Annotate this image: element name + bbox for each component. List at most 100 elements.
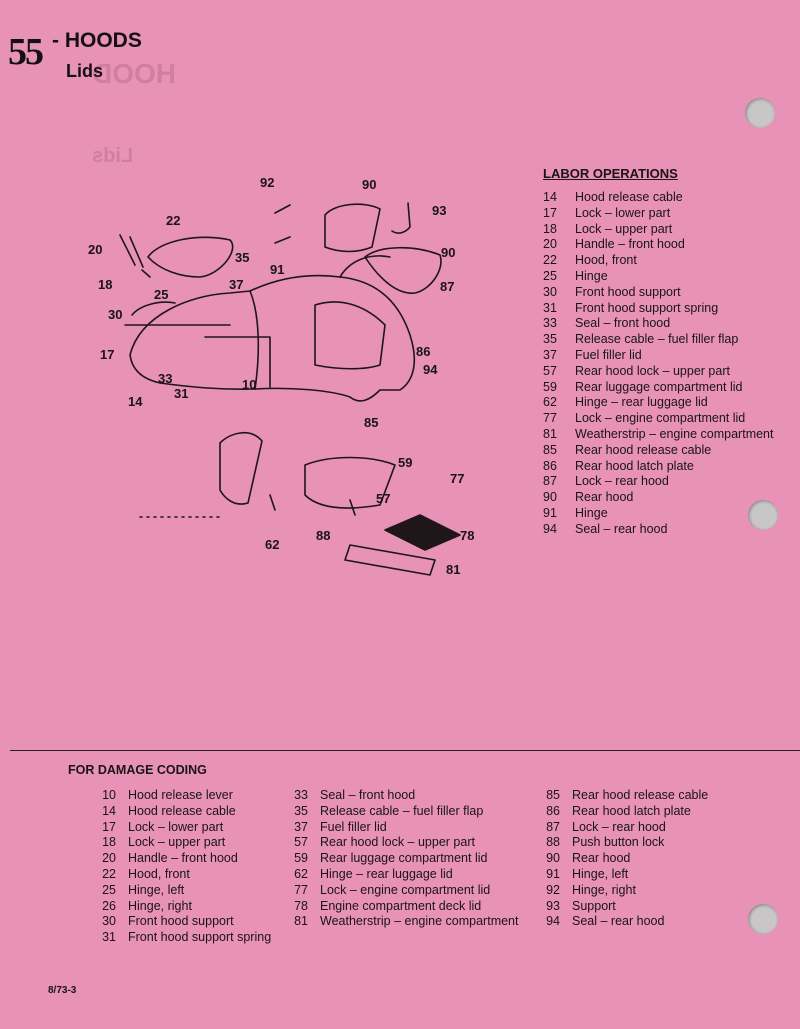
labor-operation-description: Handle – front hood	[575, 237, 685, 252]
damage-code-number: 17	[102, 819, 116, 834]
damage-code-description: Hood, front	[128, 866, 190, 881]
labor-operation-description: Hood, front	[575, 253, 637, 268]
labor-operation-description: Release cable – fuel filler flap	[575, 332, 739, 347]
damage-code-description: Rear hood latch plate	[572, 803, 691, 818]
labor-operation-number: 33	[543, 316, 557, 331]
damage-code-description: Hinge, right	[572, 882, 636, 897]
labor-operation-description: Hinge – rear luggage lid	[575, 395, 708, 410]
labor-operation-row: 62 Hinge – rear luggage lid	[543, 395, 793, 411]
callout-31: 31	[174, 386, 188, 401]
labor-operation-number: 37	[543, 347, 557, 362]
damage-code-number: 14	[102, 803, 116, 818]
labor-operation-number: 20	[543, 237, 557, 252]
damage-code-number: 81	[294, 914, 308, 929]
damage-code-number: 20	[102, 851, 116, 866]
callout-57: 57	[376, 491, 390, 506]
damage-code-number: 88	[546, 835, 560, 850]
part-callouts: 92 90 93 22 20 35 91 90 18 37 87 25 30 8…	[88, 175, 474, 577]
callout-85: 85	[364, 415, 378, 430]
labor-operation-description: Hood release cable	[575, 190, 683, 204]
labor-operation-description: Lock – engine compartment lid	[575, 411, 746, 426]
damage-code-row: 20 Handle – front hood	[90, 851, 300, 867]
damage-coding-heading: FOR DAMAGE CODING	[68, 763, 207, 777]
damage-code-description: Lock – lower part	[128, 819, 224, 834]
damage-code-number: 91	[546, 866, 560, 881]
damage-code-description: Rear luggage compartment lid	[320, 851, 488, 866]
damage-code-number: 30	[102, 914, 116, 929]
labor-operation-row: 90 Rear hood	[543, 490, 793, 506]
damage-code-row: 17 Lock – lower part	[90, 820, 300, 836]
section-subtitle: Lids	[66, 61, 104, 81]
callout-81: 81	[446, 562, 460, 577]
labor-operations-heading: LABOR OPERATIONS	[543, 166, 678, 181]
damage-code-row: 14 Hood release cable	[90, 804, 300, 820]
damage-code-description: Seal – front hood	[320, 788, 416, 802]
callout-90: 90	[362, 177, 376, 192]
damage-code-description: Handle – front hood	[128, 851, 238, 866]
damage-code-description: Lock – upper part	[128, 835, 226, 850]
section-divider	[10, 750, 800, 751]
damage-code-number: 59	[294, 851, 308, 866]
labor-operation-description: Rear hood	[575, 490, 634, 505]
damage-code-description: Support	[572, 898, 616, 913]
damage-code-description: Front hood support	[128, 914, 234, 929]
damage-code-number: 78	[294, 898, 308, 913]
callout-87: 87	[440, 279, 454, 294]
binder-hole-top	[745, 98, 775, 128]
callout-86: 86	[416, 344, 430, 359]
damage-code-number: 93	[546, 898, 560, 913]
damage-code-row: 30 Front hood support	[90, 914, 300, 930]
labor-operation-number: 31	[543, 300, 557, 315]
section-title: - HOODS	[52, 29, 142, 52]
callout-37: 37	[229, 277, 243, 292]
labor-operation-number: 59	[543, 379, 557, 394]
labor-operation-description: Rear hood lock – upper part	[575, 363, 730, 378]
damage-code-row: 85 Rear hood release cable	[534, 788, 764, 804]
car-body-drawing	[119, 202, 461, 576]
callout-62: 62	[265, 537, 279, 552]
damage-code-number: 85	[546, 788, 560, 802]
labor-operation-number: 91	[543, 505, 557, 520]
labor-operation-description: Fuel filler lid	[575, 347, 642, 362]
labor-operation-number: 85	[543, 442, 557, 457]
damage-code-number: 87	[546, 819, 560, 834]
labor-operation-number: 18	[543, 221, 557, 236]
damage-code-description: Rear hood release cable	[572, 788, 709, 802]
callout-22: 22	[166, 213, 180, 228]
damage-code-number: 37	[294, 819, 308, 834]
damage-code-description: Hood release cable	[128, 803, 236, 818]
damage-code-number: 18	[102, 835, 116, 850]
labor-operation-number: 62	[543, 395, 557, 410]
callout-93: 93	[432, 203, 446, 218]
callout-94: 94	[423, 362, 438, 377]
labor-operation-number: 94	[543, 521, 557, 536]
callout-90-b: 90	[441, 245, 455, 260]
damage-code-description: Engine compartment deck lid	[320, 898, 482, 913]
labor-operation-description: Weatherstrip – engine compartment	[575, 426, 774, 441]
damage-code-description: Hood release lever	[128, 788, 233, 802]
labor-operation-number: 90	[543, 490, 557, 505]
callout-91: 91	[270, 262, 284, 277]
damage-code-number: 57	[294, 835, 308, 850]
labor-operation-description: Lock – lower part	[575, 205, 671, 220]
